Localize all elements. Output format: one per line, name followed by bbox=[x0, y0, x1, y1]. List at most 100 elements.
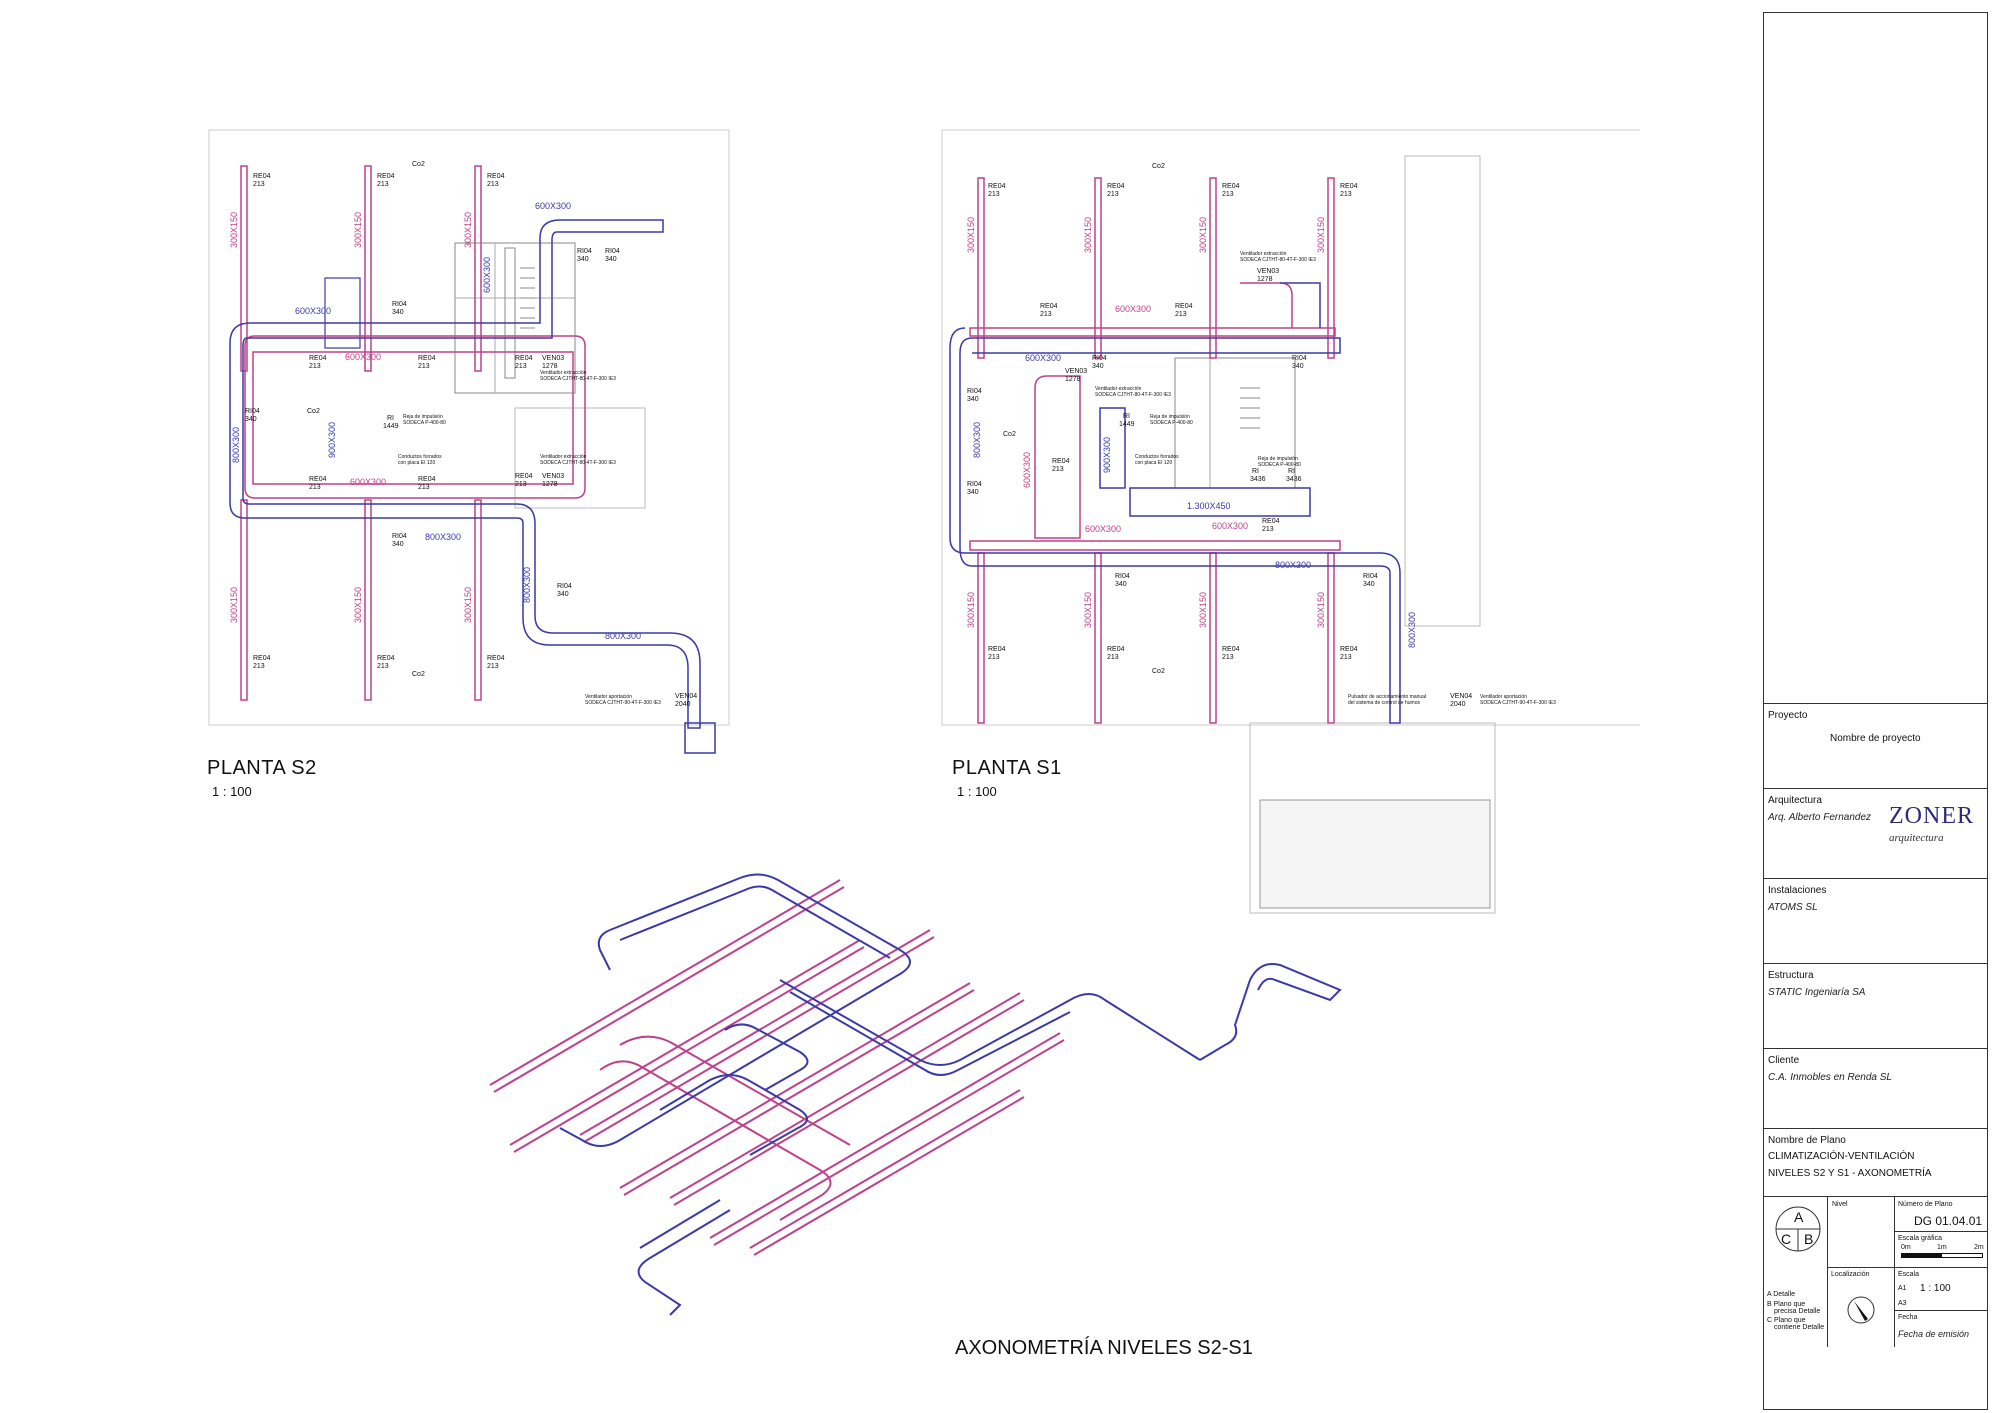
north-arrow-icon bbox=[1847, 1296, 1875, 1324]
svg-text:RI04: RI04 bbox=[245, 408, 260, 415]
plan-s2-scale: 1 : 100 bbox=[212, 784, 252, 799]
svg-text:1.300X450: 1.300X450 bbox=[1187, 501, 1231, 511]
svg-text:800X300: 800X300 bbox=[1407, 612, 1417, 648]
svg-text:1278: 1278 bbox=[1065, 376, 1081, 383]
svg-text:600X300: 600X300 bbox=[1212, 521, 1248, 531]
svg-text:213: 213 bbox=[988, 654, 1000, 661]
svg-text:300X150: 300X150 bbox=[1316, 217, 1326, 253]
svg-text:1449: 1449 bbox=[383, 423, 399, 430]
svg-text:RI: RI bbox=[1123, 413, 1130, 420]
dim-600x300-a: 600X300 bbox=[535, 201, 571, 211]
svg-text:213: 213 bbox=[515, 363, 527, 370]
svg-text:RE04: RE04 bbox=[1262, 518, 1280, 525]
svg-text:213: 213 bbox=[1175, 311, 1187, 318]
svg-text:340: 340 bbox=[1363, 581, 1375, 588]
svg-text:Ventilador extracción: Ventilador extracción bbox=[540, 454, 587, 460]
axonometry-title: AXONOMETRÍA NIVELES S2-S1 bbox=[955, 1337, 1253, 1359]
svg-text:213: 213 bbox=[418, 363, 430, 370]
svg-text:600X300: 600X300 bbox=[1022, 452, 1032, 488]
svg-text:213: 213 bbox=[487, 663, 499, 670]
svg-text:340: 340 bbox=[1092, 363, 1104, 370]
tb-detalle: A C B Nivel Número de Plano DG 01.04.01 … bbox=[1764, 1196, 1987, 1347]
svg-text:340: 340 bbox=[557, 591, 569, 598]
svg-text:1278: 1278 bbox=[542, 481, 558, 488]
tb-arquitectura: Arquitectura Arq. Alberto Fernandez ZONE… bbox=[1764, 788, 1987, 879]
svg-text:300X150: 300X150 bbox=[966, 592, 976, 628]
svg-text:300X150: 300X150 bbox=[1316, 592, 1326, 628]
graphic-scale-bar bbox=[1901, 1253, 1983, 1258]
plan-s2: 600X300 600X300 800X300 800X300 600X300 … bbox=[208, 129, 730, 754]
svg-text:RI04: RI04 bbox=[392, 533, 407, 540]
svg-text:RE04: RE04 bbox=[1040, 303, 1058, 310]
plan-s1-title: PLANTA S1 bbox=[952, 757, 1062, 779]
dim-300x150-e: 300X150 bbox=[353, 587, 363, 623]
dim-600x300-e: 600X300 bbox=[482, 257, 492, 293]
svg-text:300X150: 300X150 bbox=[1198, 592, 1208, 628]
svg-text:RI04: RI04 bbox=[1092, 355, 1107, 362]
svg-text:2040: 2040 bbox=[675, 701, 691, 708]
svg-text:RI04: RI04 bbox=[1363, 573, 1378, 580]
svg-text:213: 213 bbox=[1107, 654, 1119, 661]
dim-600x300-d: 600X300 bbox=[350, 477, 386, 487]
svg-text:RE04: RE04 bbox=[1052, 458, 1070, 465]
dim-300x150-d: 300X150 bbox=[229, 587, 239, 623]
svg-text:RI04: RI04 bbox=[967, 388, 982, 395]
svg-text:340: 340 bbox=[245, 416, 257, 423]
svg-text:RE04: RE04 bbox=[1340, 183, 1358, 190]
dim-900x300: 900X300 bbox=[327, 422, 337, 458]
svg-text:213: 213 bbox=[1340, 191, 1352, 198]
zoner-logo: ZONER arquitectura bbox=[1889, 803, 1974, 844]
svg-text:Co2: Co2 bbox=[1152, 668, 1165, 675]
svg-text:213: 213 bbox=[1222, 654, 1234, 661]
svg-text:600X300: 600X300 bbox=[1025, 353, 1061, 363]
svg-text:340: 340 bbox=[392, 309, 404, 316]
dim-300x150-a: 300X150 bbox=[229, 212, 239, 248]
svg-text:213: 213 bbox=[988, 191, 1000, 198]
plan-s2-title: PLANTA S2 bbox=[207, 757, 317, 779]
svg-text:800X300: 800X300 bbox=[972, 422, 982, 458]
svg-text:RI04: RI04 bbox=[967, 481, 982, 488]
svg-text:VEN03: VEN03 bbox=[542, 355, 564, 362]
svg-text:RI: RI bbox=[387, 415, 394, 422]
svg-text:SODECA CJTHT-90-4T-F-300 IE3: SODECA CJTHT-90-4T-F-300 IE3 bbox=[585, 700, 661, 706]
svg-text:213: 213 bbox=[377, 663, 389, 670]
svg-text:RE04: RE04 bbox=[515, 355, 533, 362]
svg-text:RE04: RE04 bbox=[988, 183, 1006, 190]
svg-text:RE04: RE04 bbox=[418, 355, 436, 362]
svg-text:con placa EI 120: con placa EI 120 bbox=[398, 460, 435, 466]
svg-text:RI: RI bbox=[1252, 468, 1259, 475]
svg-text:300X150: 300X150 bbox=[1083, 592, 1093, 628]
detail-symbol bbox=[1775, 1206, 1821, 1252]
plan-s1: 600X300 800X300 1.300X450 800X300 900X30… bbox=[941, 129, 1640, 914]
svg-text:Reja de impulsión: Reja de impulsión bbox=[1258, 456, 1298, 462]
svg-text:340: 340 bbox=[605, 256, 617, 263]
svg-text:Co2: Co2 bbox=[412, 161, 425, 168]
svg-text:SODECA CJTHT-80-4T-F-300 IE3: SODECA CJTHT-80-4T-F-300 IE3 bbox=[540, 460, 616, 466]
plan-number: DG 01.04.01 bbox=[1914, 1214, 1983, 1228]
tb-cliente: Cliente C.A. Inmobles en Renda SL bbox=[1764, 1048, 1987, 1083]
svg-text:VEN03: VEN03 bbox=[542, 473, 564, 480]
svg-text:RI04: RI04 bbox=[1292, 355, 1307, 362]
svg-text:RE04: RE04 bbox=[988, 646, 1006, 653]
svg-text:800X300: 800X300 bbox=[1275, 560, 1311, 570]
dim-800x300-b: 800X300 bbox=[605, 631, 641, 641]
svg-text:RE04: RE04 bbox=[377, 173, 395, 180]
svg-text:600X300: 600X300 bbox=[1115, 304, 1151, 314]
dim-800x300-d: 800X300 bbox=[522, 567, 532, 603]
label-re04: RE04 bbox=[253, 173, 271, 180]
svg-text:900X300: 900X300 bbox=[1102, 437, 1112, 473]
svg-text:Reja de impulsión: Reja de impulsión bbox=[403, 414, 443, 420]
svg-text:213: 213 bbox=[309, 484, 321, 491]
svg-text:3436: 3436 bbox=[1250, 476, 1266, 483]
svg-text:213: 213 bbox=[309, 363, 321, 370]
svg-text:213: 213 bbox=[418, 484, 430, 491]
svg-text:VEN03: VEN03 bbox=[1257, 268, 1279, 275]
svg-text:Co2: Co2 bbox=[1152, 163, 1165, 170]
tb-estructura: Estructura STATIC Ingeniaría SA bbox=[1764, 963, 1987, 998]
svg-text:340: 340 bbox=[967, 489, 979, 496]
svg-text:VEN03: VEN03 bbox=[1065, 368, 1087, 375]
svg-text:RI04: RI04 bbox=[1115, 573, 1130, 580]
svg-text:340: 340 bbox=[392, 541, 404, 548]
svg-text:RE04: RE04 bbox=[1175, 303, 1193, 310]
svg-text:RE04: RE04 bbox=[487, 655, 505, 662]
